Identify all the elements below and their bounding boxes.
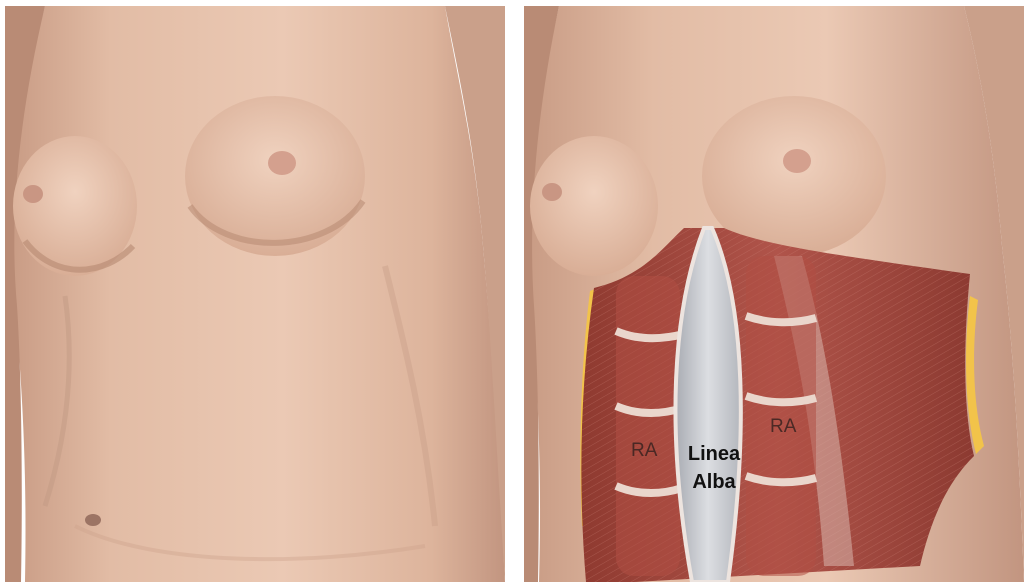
left-nipple (23, 185, 43, 203)
right-nipple (783, 149, 811, 173)
left-breast (530, 136, 658, 276)
torso-anatomy-illustration (524, 6, 1024, 582)
rectus-right-label: RA (770, 416, 796, 438)
navel (85, 514, 101, 526)
left-nipple (542, 183, 562, 201)
torso-anatomy-image: RA RA Linea Alba (524, 6, 1024, 582)
linea-label-line2: Alba (676, 468, 752, 496)
linea-alba-label: Linea Alba (676, 440, 752, 496)
right-nipple (268, 151, 296, 175)
right-breast (185, 96, 365, 256)
linea-label-line1: Linea (676, 440, 752, 468)
torso-before-illustration (5, 6, 505, 582)
torso-before-image (5, 6, 505, 582)
rectus-left-label: RA (631, 440, 657, 462)
